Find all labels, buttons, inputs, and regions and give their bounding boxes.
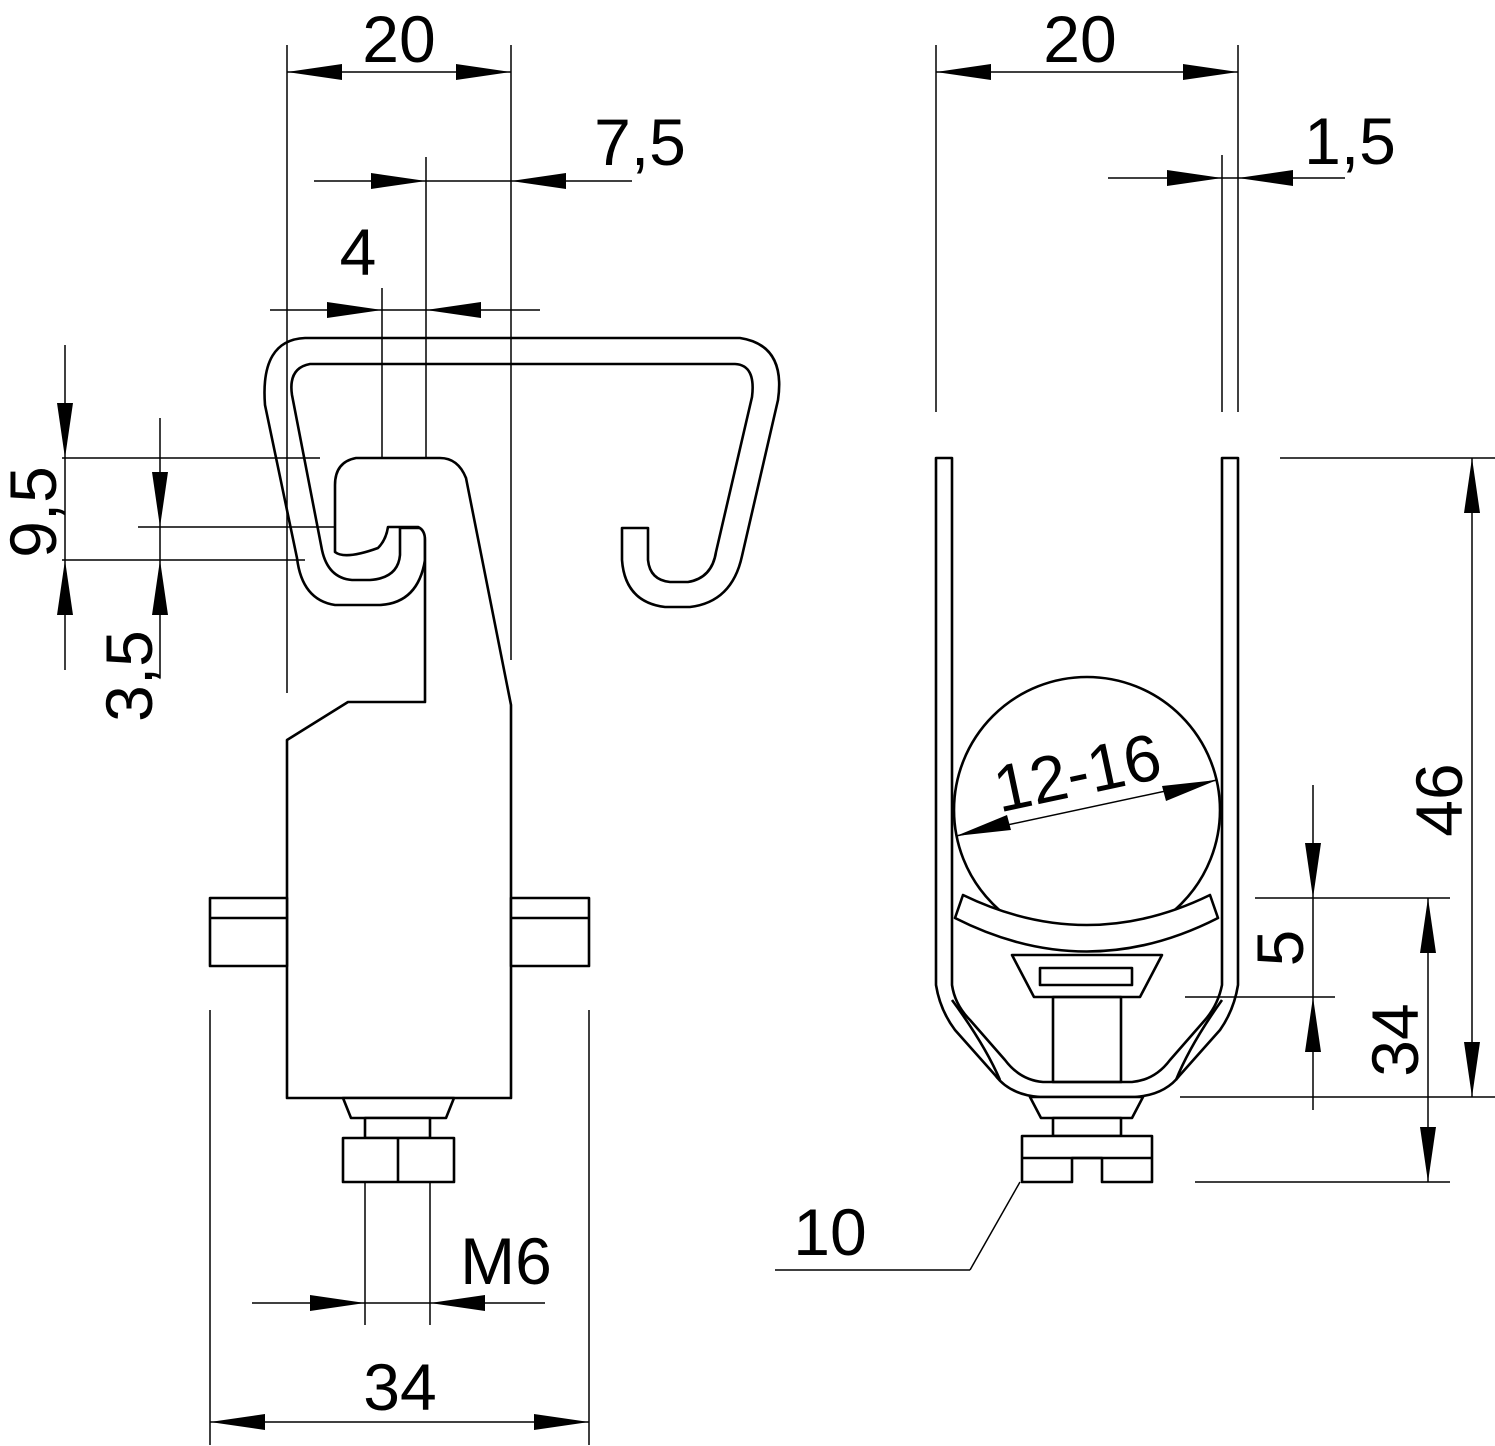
side-clamp-body — [285, 456, 513, 1100]
side-tabs — [208, 896, 591, 968]
front-wall-label: 1,5 — [1304, 104, 1396, 178]
dim-front-nut: 10 — [775, 1181, 1021, 1271]
pipe-circle — [952, 675, 1222, 945]
front-pipe — [952, 675, 1222, 945]
dim-front-gap: 5 — [1243, 843, 1321, 1052]
side-extension-lines — [62, 45, 590, 1445]
front-total-height-label: 46 — [1402, 763, 1476, 836]
front-screw — [1020, 1095, 1154, 1184]
side-tab-left — [208, 896, 289, 968]
dim-front-wall: 1,5 — [1108, 104, 1396, 186]
front-extension-lines — [935, 45, 1495, 1183]
front-saddle — [953, 893, 1220, 953]
dim-front-height: 34 — [1358, 898, 1436, 1182]
front-view: 20 1,5 46 5 34 — [775, 2, 1495, 1271]
front-height-label: 34 — [1358, 1003, 1432, 1076]
front-top-width-label: 20 — [1043, 2, 1116, 76]
dim-side-height-a: 9,5 — [0, 345, 73, 670]
dim-side-top-width: 20 — [287, 2, 511, 80]
dim-front-top-width: 20 — [936, 2, 1238, 80]
side-offset-label: 7,5 — [594, 105, 686, 179]
side-wire-hook — [263, 336, 781, 609]
side-base-width-label: 34 — [363, 1350, 436, 1424]
side-height-a-label: 9,5 — [0, 466, 70, 558]
front-gap-label: 5 — [1243, 930, 1317, 967]
dim-side-hook-gap: 4 — [270, 215, 540, 318]
side-tab-right — [509, 896, 591, 968]
dim-side-height-b: 3,5 — [92, 418, 168, 722]
dim-side-base-width: 34 — [210, 1350, 589, 1430]
side-thread-label: M6 — [460, 1224, 552, 1298]
dim-side-thread: M6 — [252, 1224, 552, 1311]
side-view: 20 7,5 4 9,5 3,5 — [0, 2, 781, 1445]
side-top-width-label: 20 — [362, 2, 435, 76]
front-clip — [1010, 953, 1164, 1084]
dim-side-offset: 7,5 — [314, 105, 686, 189]
front-nut-label: 10 — [793, 1195, 866, 1269]
side-hook-gap-label: 4 — [340, 215, 377, 289]
dim-front-total-height: 46 — [1402, 458, 1480, 1097]
side-height-b-label: 3,5 — [92, 630, 166, 722]
side-screw — [341, 1096, 456, 1184]
front-u-clamp — [934, 456, 1240, 1099]
